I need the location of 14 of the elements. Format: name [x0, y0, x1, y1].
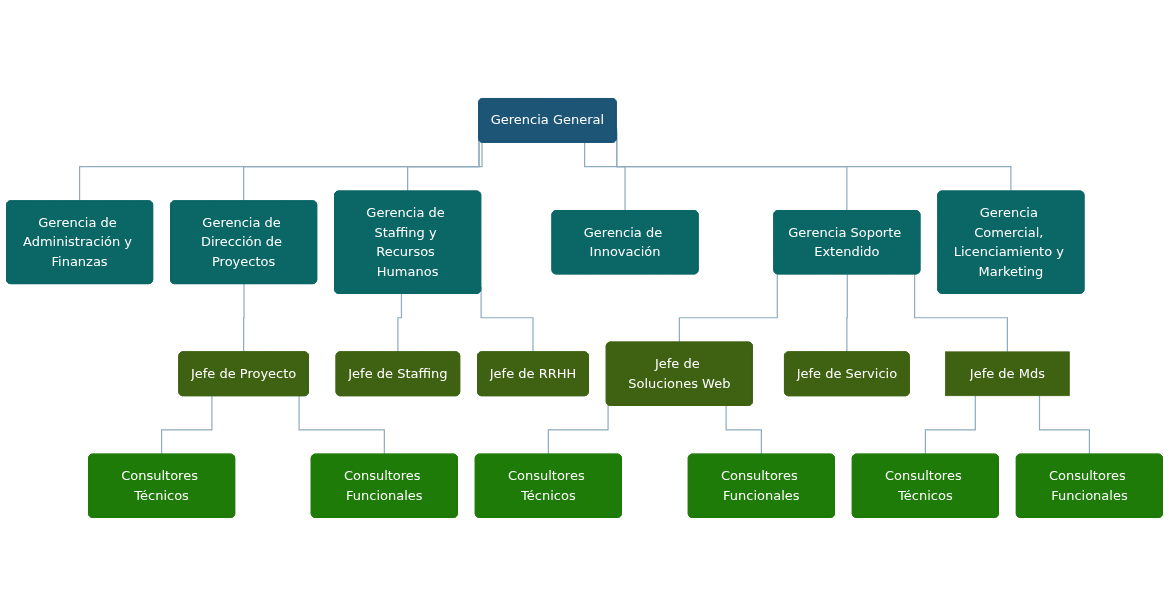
connector: [846, 273, 848, 353]
node-box: Jefe de Mds: [945, 350, 1070, 396]
connector: [678, 273, 778, 343]
connector: [1038, 394, 1091, 455]
connector: [298, 394, 386, 455]
connector: [547, 403, 609, 455]
connector: [407, 141, 483, 192]
connector: [725, 404, 763, 455]
connector: [161, 394, 213, 455]
connector: [584, 141, 627, 212]
connector: [924, 394, 976, 455]
connector: [397, 292, 403, 353]
connector: [243, 282, 245, 353]
connector: [914, 273, 1008, 352]
